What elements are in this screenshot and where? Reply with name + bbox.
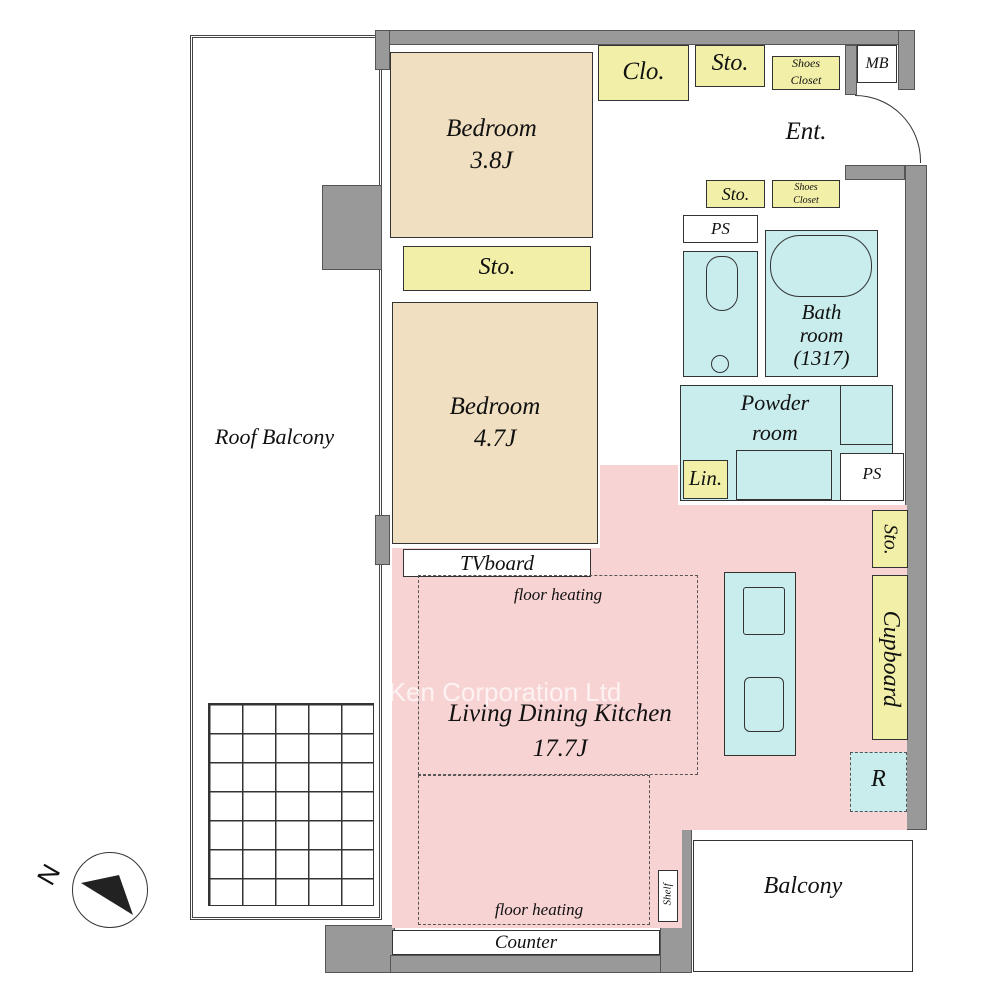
shelf-label: Shelf bbox=[661, 883, 674, 906]
wall-ent bbox=[845, 165, 905, 180]
cupboard-label: Cupboard bbox=[877, 610, 904, 708]
washing-machine-icon bbox=[840, 385, 893, 445]
pipe-space-2 bbox=[840, 453, 904, 501]
refrigerator-space bbox=[850, 752, 907, 812]
bathtub-icon bbox=[770, 235, 872, 297]
balcony-label: Balcony bbox=[763, 873, 843, 899]
shoes-closet-top-label-2: Closet bbox=[790, 73, 822, 87]
pipe-space-2-label: PS bbox=[862, 464, 882, 483]
bedroom-2-size: 4.7J bbox=[473, 425, 517, 452]
closet bbox=[598, 45, 689, 101]
column-left-2 bbox=[375, 515, 390, 565]
storage-small bbox=[706, 180, 765, 208]
bedroom-2 bbox=[392, 302, 598, 544]
balcony bbox=[693, 840, 913, 972]
pipe-space-1 bbox=[683, 215, 758, 243]
meter-box bbox=[857, 45, 897, 83]
bathroom-label-1: Bath bbox=[801, 300, 842, 324]
roof-balcony-tiles bbox=[208, 703, 374, 906]
floor-heating-zone-1 bbox=[418, 575, 698, 775]
storage-bedroom bbox=[403, 246, 591, 291]
storage-bedroom-label: Sto. bbox=[478, 254, 516, 280]
meter-box-label: MB bbox=[865, 55, 889, 72]
compass-north-label: N bbox=[30, 858, 67, 891]
wall-mb bbox=[898, 30, 915, 90]
floor-heating-zone-2 bbox=[418, 775, 650, 925]
shoes-closet-top-label-1: Shoes bbox=[792, 56, 820, 70]
toilet-icon bbox=[706, 256, 738, 311]
shelf bbox=[658, 870, 678, 922]
compass bbox=[72, 852, 148, 928]
powder-room-label-2: room bbox=[752, 420, 798, 445]
watermark: Ken Corporation Ltd bbox=[388, 677, 622, 707]
floor-heating-label-2: floor heating bbox=[494, 900, 584, 919]
linen-label: Lin. bbox=[688, 466, 723, 490]
vanity-icon bbox=[736, 450, 832, 500]
ldk-label: Living Dining Kitchen bbox=[448, 700, 672, 727]
storage-top bbox=[695, 45, 765, 87]
storage-small-label: Sto. bbox=[721, 184, 750, 204]
bedroom-1-size: 3.8J bbox=[470, 147, 513, 174]
pipe-space-1-label: PS bbox=[711, 219, 730, 238]
roof-balcony-label: Roof Balcony bbox=[215, 424, 335, 449]
stove-icon bbox=[743, 587, 785, 635]
bedroom-2-label: Bedroom bbox=[449, 393, 541, 420]
closet-label: Clo. bbox=[622, 58, 665, 85]
wall-bottom bbox=[390, 955, 690, 973]
north-arrow-icon bbox=[81, 875, 133, 915]
wall-ent-2 bbox=[845, 45, 857, 95]
wall-left-top bbox=[375, 30, 390, 70]
bathroom-label-2: room bbox=[799, 323, 844, 347]
counter-label: Counter bbox=[494, 932, 558, 953]
shoes-closet-bottom-label-2: Closet bbox=[793, 195, 819, 206]
counter bbox=[392, 930, 660, 955]
column-bottom-left bbox=[325, 925, 395, 973]
entrance-label: Ent. bbox=[785, 118, 827, 145]
column-left bbox=[322, 185, 382, 270]
tv-board bbox=[403, 549, 591, 577]
floor-heating-label-1: floor heating bbox=[513, 585, 603, 604]
basin-icon bbox=[711, 355, 729, 373]
bedroom-1-label: Bedroom bbox=[446, 115, 537, 142]
ldk-area-3 bbox=[392, 548, 682, 928]
cupboard bbox=[872, 575, 908, 740]
bathroom-label-3: (1317) bbox=[793, 346, 850, 370]
wall-right bbox=[905, 165, 927, 830]
shoes-closet-bottom-label-1: Shoes bbox=[794, 182, 818, 193]
powder-room-label-1: Powder bbox=[740, 390, 810, 415]
wall-top bbox=[375, 30, 915, 45]
shoes-closet-bottom bbox=[772, 180, 840, 208]
bedroom-1 bbox=[390, 52, 593, 238]
sink-icon bbox=[744, 677, 784, 732]
storage-right bbox=[872, 510, 908, 568]
entrance-door[interactable] bbox=[855, 95, 921, 163]
storage-right-label: Sto. bbox=[879, 524, 902, 555]
shoes-closet-top bbox=[772, 56, 840, 90]
ldk-size: 17.7J bbox=[532, 735, 588, 762]
storage-top-label: Sto. bbox=[711, 50, 749, 76]
refrigerator-label: R bbox=[871, 766, 886, 792]
linen-closet bbox=[683, 460, 728, 499]
tv-board-label: TVboard bbox=[460, 551, 534, 575]
